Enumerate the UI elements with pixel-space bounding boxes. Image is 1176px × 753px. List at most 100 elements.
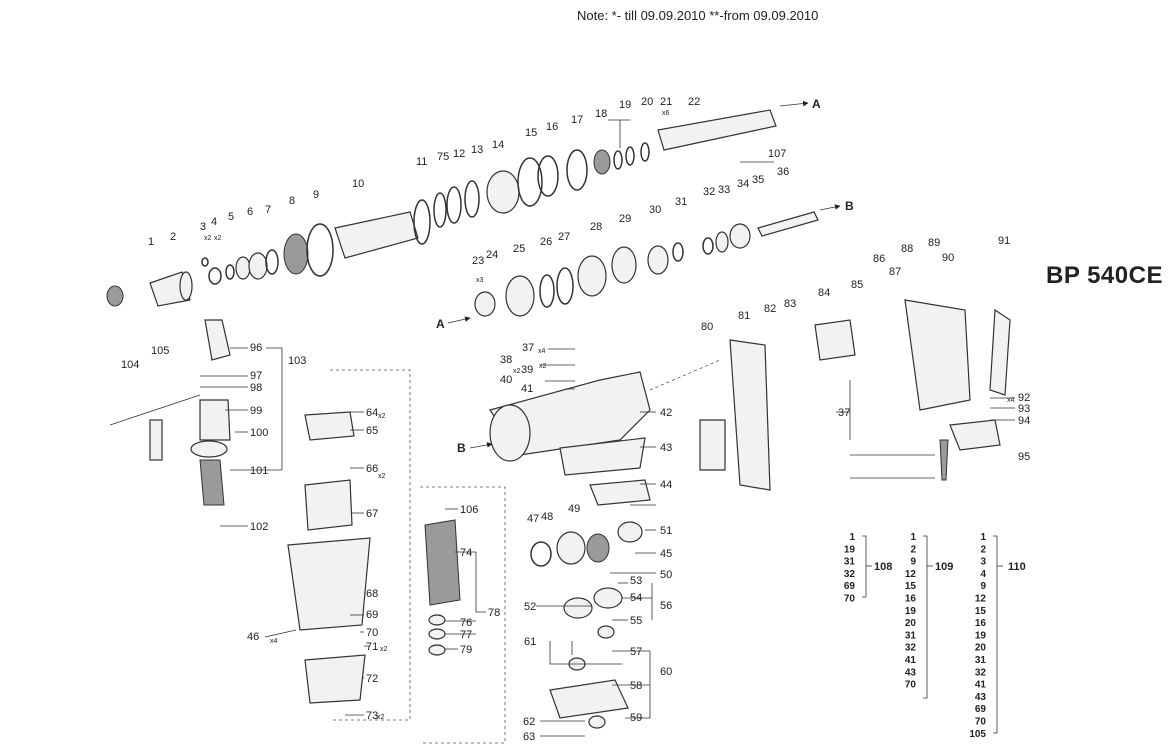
part-label-102: 102 [250,521,268,533]
part-label-43: 43 [660,442,672,454]
part-label-45: 45 [660,548,672,560]
multiplier-1: x2 [214,235,222,242]
part-label-22: 22 [688,96,700,108]
part-label-38: 38 [500,354,512,366]
part-label-24: 24 [486,249,498,261]
part-label-59: 59 [630,712,642,724]
part-label-62: 62 [523,716,535,728]
kit-108-member: 70 [844,594,856,605]
housing-to-handle-link [649,359,721,391]
part-label-34: 34 [737,178,749,190]
part-label-47: 47 [527,513,539,525]
part-label-10: 10 [352,178,364,190]
kit-109-member: 41 [905,655,917,666]
part-label-52: 52 [524,601,536,613]
part-label-21: 21 [660,96,672,108]
part-label-90: 90 [942,252,954,264]
part-label-35: 35 [752,174,764,186]
kit-110-member: 15 [975,606,987,617]
part-label-101: 101 [250,465,268,477]
part-label-15: 15 [525,127,537,139]
multiplier-12: x2 [539,363,547,370]
part-label-37-handle: 37 [838,407,850,419]
kit-109-member: 12 [905,569,917,580]
part-label-57: 57 [630,646,642,658]
kit-108-member: 31 [844,557,856,568]
part-label-97: 97 [250,370,262,382]
part-label-1: 1 [148,236,154,248]
kit-id-109: 109 [935,561,953,573]
part-label-46: 46 [247,631,259,643]
part-label-19: 19 [619,99,631,111]
part-label-103: 103 [288,355,306,367]
part-label-76: 76 [460,617,472,629]
part-label-94: 94 [1018,415,1030,427]
part-label-50: 50 [660,569,672,581]
leader-lines [200,119,1015,737]
part-label-93: 93 [1018,403,1030,415]
part-label-73: 73 [366,710,378,722]
part-label-13: 13 [471,144,483,156]
part-label-95: 95 [1018,451,1030,463]
kit-109-member: 15 [905,581,917,592]
part-label-69: 69 [366,609,378,621]
part-label-27: 27 [558,231,570,243]
part-label-54: 54 [630,592,642,604]
arrow-a-top: A [812,97,821,111]
part-label-98: 98 [250,382,262,394]
kit-110-member: 2 [980,544,986,555]
kit-110-member: 43 [975,692,987,703]
kit-108-member: 69 [844,581,856,592]
arrow-b-top: B [845,199,854,213]
kit-110-member: 70 [975,717,987,728]
part-label-25: 25 [513,243,525,255]
part-label-71: 71 [366,641,378,653]
part-label-85: 85 [851,279,863,291]
kit-id-108: 108 [874,561,892,573]
part-label-26: 26 [540,236,552,248]
part-label-105: 105 [151,345,169,357]
kit-109-member: 9 [910,557,916,568]
part-label-96: 96 [250,342,262,354]
part-label-67: 67 [366,508,378,520]
part-label-89: 89 [928,237,940,249]
part-label-30: 30 [649,204,661,216]
part-label-40: 40 [500,374,512,386]
part-label-6: 6 [247,206,253,218]
part-label-53: 53 [630,575,642,587]
part-label-70: 70 [366,627,378,639]
part-label-48: 48 [541,511,553,523]
multiplier-3: x6 [662,110,670,117]
kit-109-member: 19 [905,606,917,617]
multiplier-4: x4 [538,348,546,355]
part-label-79: 79 [460,644,472,656]
part-label-83: 83 [784,298,796,310]
part-label-42: 42 [660,407,672,419]
part-label-41: 41 [521,383,533,395]
part-label-104: 104 [121,359,139,371]
part-label-49: 49 [568,503,580,515]
part-label-39: 39 [521,364,533,376]
part-label-107: 107 [768,148,786,160]
kit-id-110: 110 [1008,561,1026,573]
part-label-8: 8 [289,195,295,207]
part-label-3: 3 [200,221,206,233]
part-label-51: 51 [660,525,672,537]
multiplier-6: x2 [378,413,386,420]
part-label-36: 36 [777,166,789,178]
part-label-11: 11 [416,156,427,168]
part-label-44: 44 [660,479,672,491]
multiplier-2: x3 [476,277,484,284]
part-label-82: 82 [764,303,776,315]
part-label-100: 100 [250,427,268,439]
kit-108-member: 19 [844,544,856,555]
part-label-14: 14 [492,139,504,151]
part-label-91: 91 [998,235,1010,247]
part-shapes [106,109,1011,729]
part-label-55: 55 [630,615,642,627]
part-label-5: 5 [228,211,234,223]
part-label-92: 92 [1018,392,1030,404]
